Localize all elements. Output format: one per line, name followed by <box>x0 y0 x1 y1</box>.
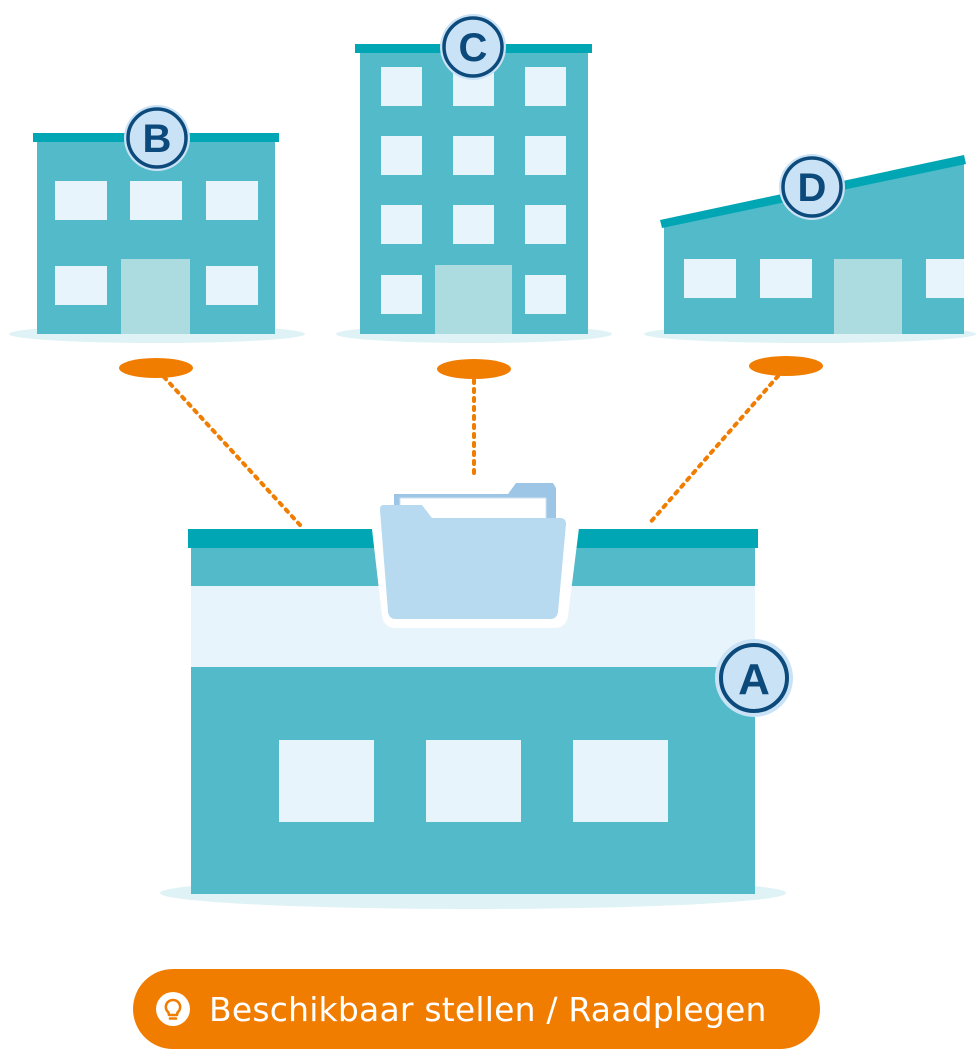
badge-label-a: A <box>738 655 770 704</box>
connector-line-b <box>162 375 302 527</box>
building-c <box>336 44 612 343</box>
connector-node-d <box>749 356 823 376</box>
action-label: Beschikbaar stellen / Raadplegen <box>209 989 767 1029</box>
folder-icon <box>380 483 566 619</box>
connector-node-b <box>119 358 193 378</box>
badge-c: C <box>440 14 506 80</box>
connectors <box>119 356 823 527</box>
badge-label-b: B <box>143 117 172 161</box>
badge-a: A <box>715 639 793 717</box>
building-b <box>9 133 305 343</box>
badge-d: D <box>779 154 845 220</box>
connector-line-d <box>646 374 780 527</box>
action-button[interactable]: Beschikbaar stellen / Raadplegen <box>133 969 820 1049</box>
badge-label-c: C <box>459 26 488 70</box>
connector-node-c <box>437 359 511 379</box>
lightbulb-icon <box>156 992 190 1026</box>
badge-label-d: D <box>798 166 827 210</box>
building-d <box>644 155 976 343</box>
badge-b: B <box>124 105 190 171</box>
